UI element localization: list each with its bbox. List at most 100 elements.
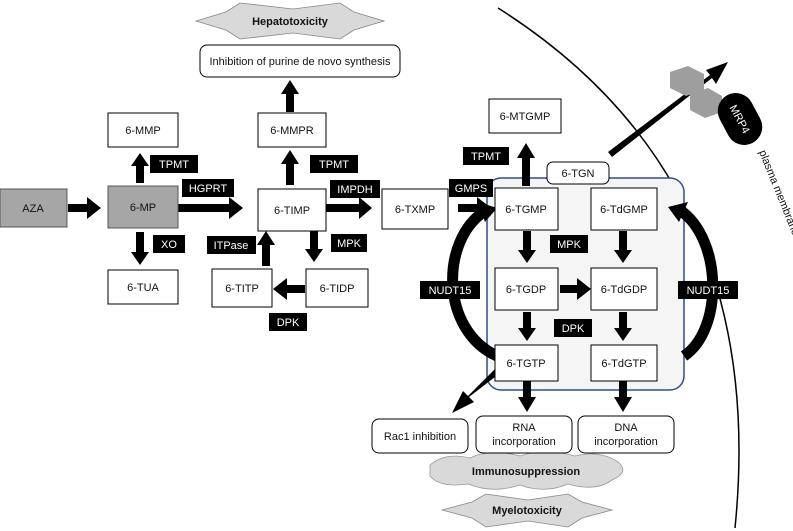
enzyme-dpk-2: DPK <box>554 319 592 337</box>
enzyme-tpmt-3: TPMT <box>463 147 509 165</box>
enzyme-nudt15-left: NUDT15 <box>420 281 480 299</box>
immunosuppression-label: Immunosuppression <box>472 466 580 478</box>
rac1-label: Rac1 inhibition <box>384 431 456 443</box>
enzyme-dpk-1-label: DPK <box>277 317 300 329</box>
arrow-tdgmp-to-tdgdp <box>614 231 632 263</box>
tgdp-label: 6-TGDP <box>506 284 546 296</box>
arrow-mp-to-timp <box>178 197 243 219</box>
aza-label: AZA <box>22 203 44 215</box>
enzyme-tpmt-2: TPMT <box>310 155 358 173</box>
enzyme-impdh: IMPDH <box>330 180 380 198</box>
rna-incorporation-node: RNA incorporation <box>475 415 573 454</box>
tgdp-node: 6-TGDP <box>494 267 559 311</box>
arrow-tidp-to-titp <box>273 278 305 300</box>
enzyme-xo: XO <box>153 235 185 253</box>
mmp-node: 6-MMP <box>107 112 179 148</box>
reaction-arrows <box>68 62 728 413</box>
arrow-tgtp-to-rac1 <box>452 365 504 413</box>
tdgtp-node: 6-TdGTP <box>590 344 658 382</box>
mtgmp-node: 6-MTGMP <box>488 98 562 134</box>
mrp4-transporter: MRP4 <box>670 66 763 145</box>
enzyme-nudt15-right: NUDT15 <box>678 281 738 299</box>
hepatotoxicity-label: Hepatotoxicity <box>252 16 329 28</box>
enzyme-impdh-label: IMPDH <box>337 184 373 196</box>
dna-line2: incorporation <box>594 436 658 448</box>
enzyme-mpk-1-label: MPK <box>337 238 362 250</box>
tua-label: 6-TUA <box>127 282 159 294</box>
myelotoxicity-effect: Myelotoxicity <box>440 493 614 528</box>
rna-line1: RNA <box>512 422 536 434</box>
dna-line1: DNA <box>614 422 638 434</box>
mmpr-node: 6-MMPR <box>257 112 327 148</box>
tgmp-node: 6-TGMP <box>494 187 559 231</box>
txmp-node: 6-TXMP <box>381 188 449 230</box>
tidp-label: 6-TIDP <box>320 283 355 295</box>
enzyme-tpmt-2-label: TPMT <box>319 159 349 171</box>
purine-inhibition-label: Inhibition of purine de novo synthesis <box>209 56 391 68</box>
arrow-mp-to-mmp <box>131 153 149 183</box>
arrow-mp-to-tua <box>131 232 149 265</box>
enzyme-nudt15-right-label: NUDT15 <box>687 285 730 297</box>
enzyme-xo-label: XO <box>161 239 177 251</box>
arrow-tgdp-to-tdgdp <box>560 278 591 300</box>
nudt15-left-arrowhead <box>478 202 497 222</box>
tgtp-node: 6-TGTP <box>494 344 559 382</box>
tdgdp-node: 6-TdGDP <box>590 267 658 311</box>
enzyme-mpk-2: MPK <box>550 235 588 253</box>
enzyme-gmps: GMPS <box>449 179 493 197</box>
mrp4-capsule <box>717 93 763 145</box>
hepatotoxicity-effect: Hepatotoxicity <box>194 2 386 40</box>
rna-line2: incorporation <box>492 436 556 448</box>
enzyme-itpase: ITPase <box>207 236 256 254</box>
tgn-label: 6-TGN <box>562 168 595 180</box>
timp-node: 6-TIMP <box>257 188 327 232</box>
enzyme-nudt15-left-label: NUDT15 <box>429 285 472 297</box>
titp-label: 6-TITP <box>225 283 259 295</box>
enzyme-dpk-2-label: DPK <box>562 323 585 335</box>
enzyme-gmps-label: GMPS <box>455 183 487 195</box>
rac1-node: Rac1 inhibition <box>371 418 469 454</box>
arrow-tgmp-to-tgdp <box>518 231 536 263</box>
arrow-tdgtp-to-dna <box>614 368 632 412</box>
arrow-tgtp-to-rna <box>518 368 536 412</box>
mmpr-label: 6-MMPR <box>270 125 313 137</box>
tua-node: 6-TUA <box>107 269 179 305</box>
arrow-tgmp-to-mtgmp <box>517 143 535 186</box>
arrow-timp-to-mmpr <box>281 150 299 185</box>
enzyme-hgprt: HGPRT <box>182 179 234 197</box>
enzyme-tpmt-1: TPMT <box>150 155 198 173</box>
enzyme-itpase-label: ITPase <box>214 240 249 252</box>
titp-node: 6-TITP <box>211 268 273 308</box>
transporter-hexagon-lower <box>690 88 722 118</box>
tgtp-label: 6-TGTP <box>506 358 545 370</box>
tgn-node: 6-TGN <box>546 161 610 185</box>
mtgmp-label: 6-MTGMP <box>500 111 551 123</box>
tidp-node: 6-TIDP <box>305 268 369 308</box>
tdgtp-label: 6-TdGTP <box>601 358 646 370</box>
tgmp-label: 6-TGMP <box>505 204 547 216</box>
nudt15-right-arrowhead <box>668 202 688 222</box>
arrow-mmpr-to-inhibition <box>281 80 299 112</box>
arrow-titp-to-timp <box>257 231 275 266</box>
aza-node: AZA <box>0 188 68 228</box>
txmp-label: 6-TXMP <box>395 204 435 216</box>
arrow-timp-to-txmp <box>326 197 372 219</box>
mp-label: 6-MP <box>130 202 156 214</box>
mp-node: 6-MP <box>107 185 179 229</box>
enzyme-hgprt-label: HGPRT <box>189 183 228 195</box>
arrow-aza-to-mp <box>68 197 101 219</box>
arrow-tgdp-to-tgtp <box>518 312 536 341</box>
enzyme-mpk-2-label: MPK <box>557 239 582 251</box>
myelotoxicity-label: Myelotoxicity <box>492 505 563 517</box>
mmp-label: 6-MMP <box>125 125 160 137</box>
arrow-tdgdp-to-tdgtp <box>614 312 632 341</box>
tdgmp-node: 6-TdGMP <box>590 187 658 231</box>
plasma-membrane-label: plasma membrane <box>756 148 793 237</box>
enzyme-tpmt-1-label: TPMT <box>159 159 189 171</box>
transporter-hexagon-upper <box>670 66 704 96</box>
dna-incorporation-node: DNA incorporation <box>577 415 675 454</box>
arrow-timp-to-tidp <box>305 231 323 262</box>
tdgmp-label: 6-TdGMP <box>600 204 648 216</box>
enzyme-dpk-1: DPK <box>269 313 307 331</box>
